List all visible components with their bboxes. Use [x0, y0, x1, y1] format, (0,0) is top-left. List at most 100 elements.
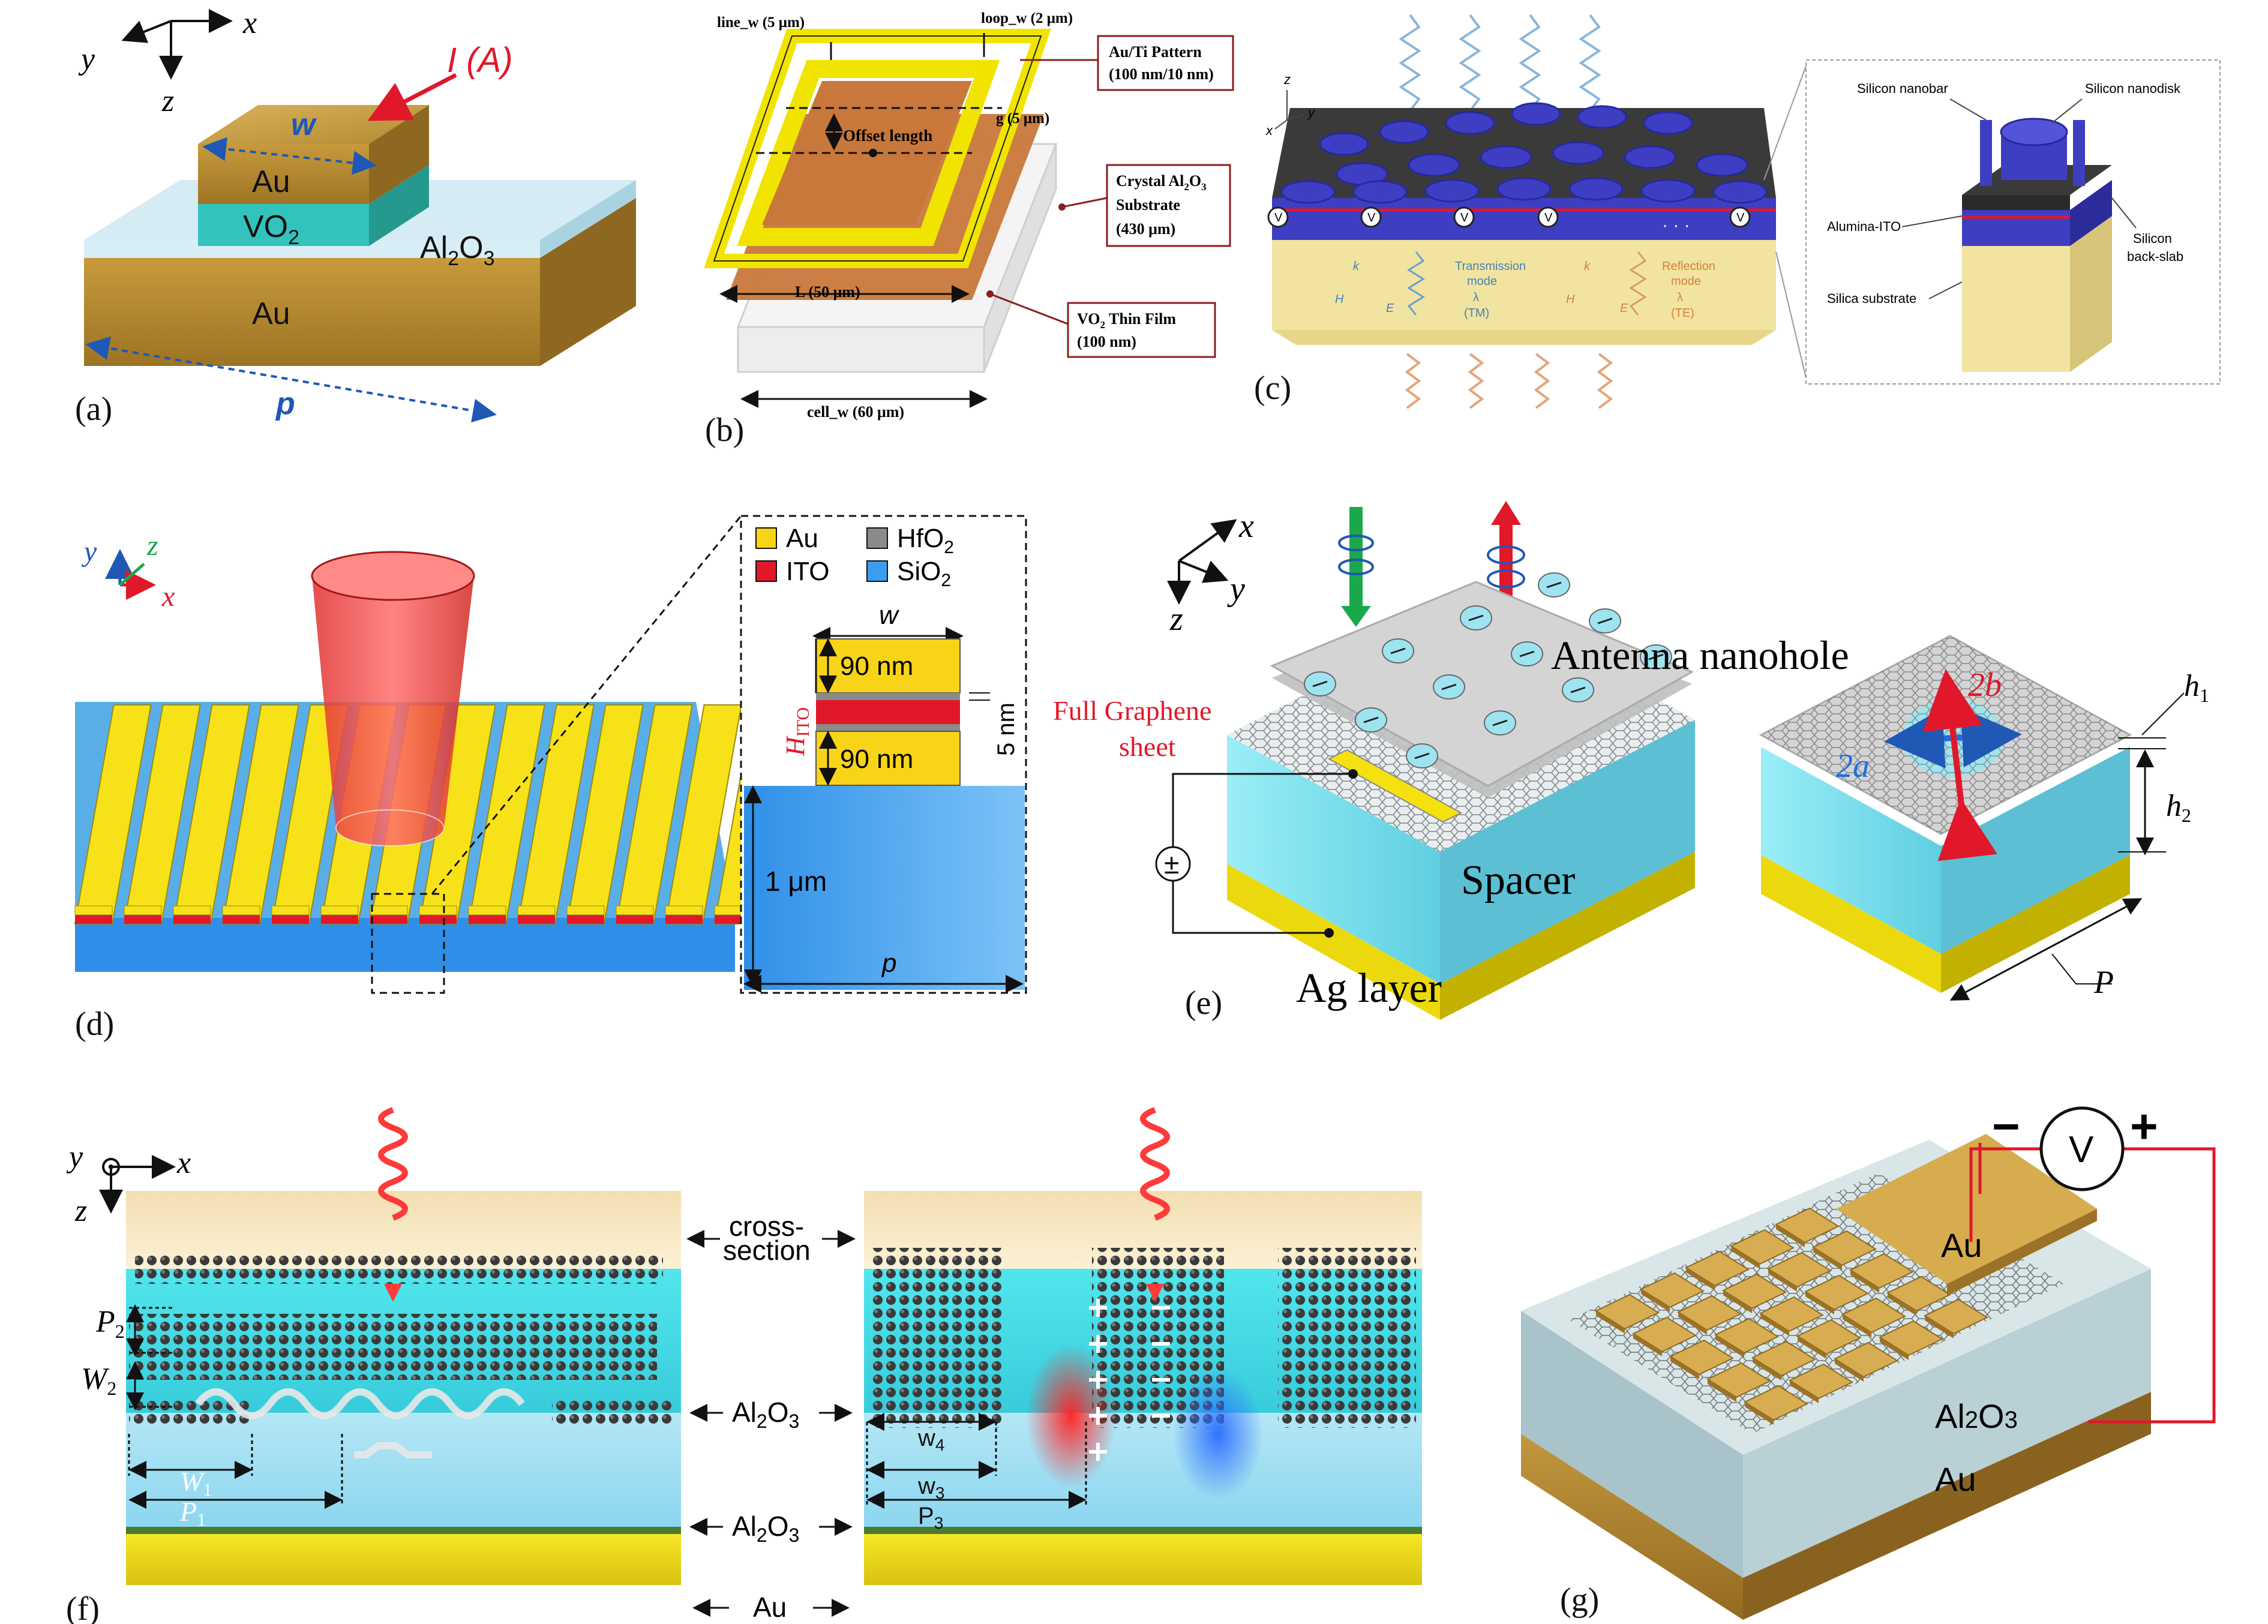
e-2b-arrow	[1922, 669, 1997, 861]
d-zoom-link	[431, 515, 742, 894]
gold-patch-side	[1813, 1247, 1842, 1270]
v-label-2: V	[1367, 211, 1376, 224]
panel-g: V − + Au Al2O3 Au (g)	[1521, 1100, 2216, 1620]
crystal-line-2: Substrate	[1116, 196, 1180, 214]
d-substrate-front	[75, 918, 735, 972]
gold-patch-side	[1888, 1293, 1916, 1316]
gold-patch-side	[1731, 1246, 1760, 1269]
panel-label-g: (g)	[1560, 1581, 1599, 1619]
nanohole-graphene	[1390, 647, 1406, 655]
au-bottom-front	[84, 258, 540, 366]
e-graphene-2: sheet	[1119, 731, 1176, 762]
nanohole-graphene	[1519, 650, 1535, 658]
au-ti-line-2: (100 nm/10 nm)	[1109, 65, 1214, 83]
e-green-head	[1341, 606, 1371, 627]
line-w-label: line_w (5 μm)	[717, 14, 805, 31]
callout-au-ti	[1097, 35, 1234, 91]
d-axis-z	[119, 563, 145, 586]
panel-c: V V V V V · · · Transmission mode λ (TM)…	[1254, 14, 2221, 409]
e-spacer-label: Spacer	[1461, 857, 1575, 903]
panel-label-c: (c)	[1254, 370, 1291, 407]
e-2a-label: 2a	[1836, 748, 1870, 785]
d-hfo2-2	[816, 724, 960, 731]
silicon-backslab-2: back-slab	[2127, 249, 2183, 264]
d-top-au-label: 90 nm	[840, 652, 913, 681]
vo2-line-1: VO2 Thin Film	[1077, 310, 1176, 331]
panel-b: Offset length line_w (5 μm) loop_w (2 μm…	[704, 10, 1234, 449]
d-legend: Au HfO2 ITO SiO2	[755, 524, 954, 590]
reflection-3: λ	[1677, 291, 1683, 304]
gold-patch-side	[1641, 1289, 1670, 1312]
f-z-label: z	[74, 1194, 87, 1228]
nanohole-graphene	[1546, 581, 1562, 589]
axis-z-label: z	[161, 84, 174, 118]
silica-lower	[1272, 330, 1776, 345]
gold-patch-side	[1753, 1358, 1781, 1380]
e-z-label: z	[1169, 601, 1183, 638]
gold-patch-side	[1925, 1316, 1954, 1338]
nanohole-graphene	[1492, 719, 1508, 727]
gold-patch-side	[1843, 1314, 1871, 1337]
center-dot	[869, 149, 877, 157]
nanohole-graphene	[1414, 752, 1430, 760]
period-label: p	[275, 386, 295, 421]
v-label-1: V	[1274, 211, 1283, 224]
callout-dot-vo2	[986, 290, 994, 298]
cell-w-label: cell_w (60 μm)	[807, 403, 904, 421]
gold-patch-side	[1835, 1359, 1864, 1382]
au-ti-line-1: Au/Ti Pattern	[1109, 43, 1202, 61]
transmission-1: Transmission	[1455, 260, 1526, 273]
incident-waves	[1399, 14, 1601, 112]
layer-au-top: Au	[252, 164, 290, 199]
gold-patch-side	[1745, 1402, 1774, 1425]
grating-bar-front	[173, 905, 211, 915]
grating-bar-edge	[272, 915, 309, 924]
e-red-head	[1491, 501, 1521, 525]
d-y-label: y	[81, 536, 97, 568]
grating-bar-edge	[173, 915, 211, 924]
g-au-top-label: Au	[1941, 1226, 1982, 1264]
layer-al2o3: Al2O3	[420, 230, 495, 270]
e-holes	[1304, 572, 1672, 769]
grating-bar-edge	[665, 915, 703, 924]
e-electrode	[1327, 749, 1463, 823]
e-2b-label: 2b	[1968, 667, 2002, 704]
panel-f: y x z P2 W	[66, 1107, 1422, 1624]
width-label: w	[291, 107, 317, 142]
panel-label-d: (d)	[75, 1005, 114, 1043]
legend-au: Au	[786, 524, 818, 553]
e-label: E	[1386, 302, 1394, 315]
grating-bar-edge	[567, 915, 604, 924]
g-al-right	[1743, 1269, 2151, 1578]
legend-ito: ITO	[786, 557, 830, 586]
f-p2-label: P2	[95, 1305, 125, 1342]
e-unit-sp-front	[1761, 747, 1941, 954]
panel-label-b: (b)	[705, 412, 744, 449]
v-label-3: V	[1460, 211, 1469, 224]
gold-patch-side	[1805, 1292, 1834, 1314]
axes-a	[121, 9, 233, 80]
reflected-waves	[1405, 353, 1613, 409]
d-hito-label: HITO	[781, 707, 813, 757]
substrate-front	[737, 326, 985, 373]
unit-silica-front	[1962, 246, 2070, 372]
gold-patch-side	[1760, 1313, 1789, 1336]
nanodisk-pointer	[2051, 98, 2083, 124]
gold-patch-side	[1776, 1224, 1805, 1247]
panel-d: y z x Au HfO2 ITO SiO2 w	[74, 515, 1027, 1043]
au-bottom-side	[540, 198, 636, 366]
callout-line-vo2	[989, 293, 1069, 325]
alumina-ito-label: Alumina-ITO	[1827, 219, 1901, 234]
grating-bar-edge	[419, 915, 457, 924]
e-red-coil-1	[1487, 545, 1525, 565]
e-unit-ag-front	[1761, 855, 1941, 993]
v-label-4: V	[1544, 211, 1553, 224]
current-arrow	[367, 73, 457, 121]
unit-nanobar	[1980, 120, 1992, 186]
unit-blue-side	[2070, 180, 2112, 246]
grating-bar-edge	[321, 915, 358, 924]
e-ag-right	[1440, 852, 1695, 1020]
f-x-label: x	[176, 1146, 191, 1180]
nanobar-pointer	[1949, 98, 1987, 121]
vo2-front	[198, 204, 369, 246]
